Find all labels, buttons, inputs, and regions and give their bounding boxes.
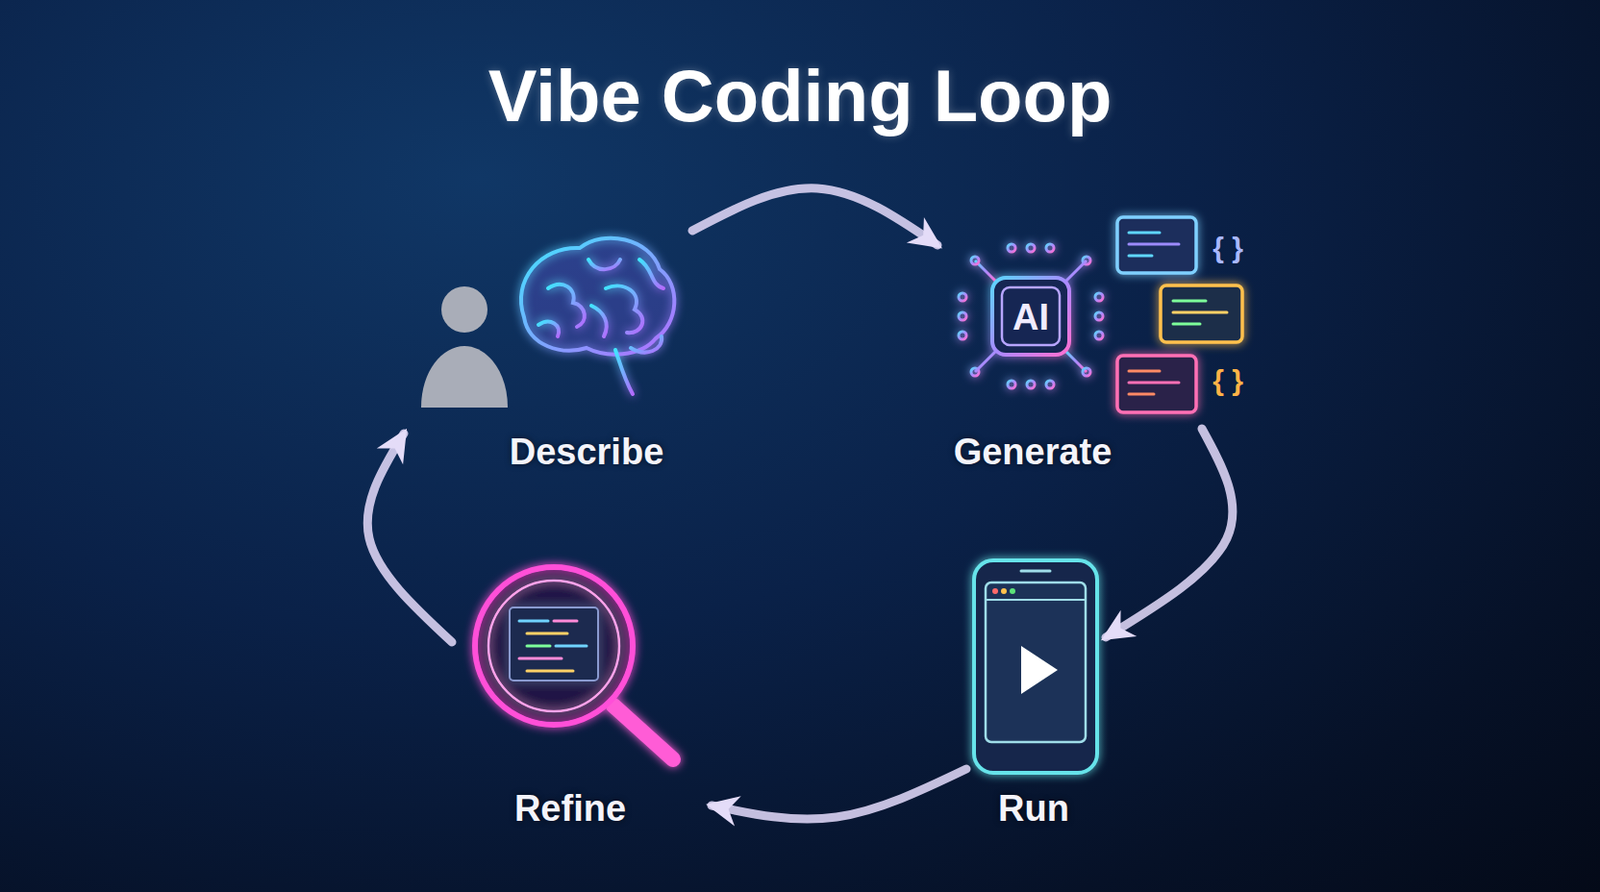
- step-label: Run: [998, 787, 1070, 830]
- code-brace: { }: [1212, 231, 1244, 265]
- code-brace: { }: [1212, 364, 1244, 398]
- magnifier-icon: [475, 567, 674, 760]
- loop-arrow: [711, 769, 967, 820]
- step-node: Describe: [403, 230, 698, 486]
- ai-chip-icon: [958, 244, 1103, 389]
- loop-arrow: [1105, 428, 1233, 638]
- step-label: Describe: [509, 430, 665, 474]
- code-card-icons: [1117, 217, 1243, 413]
- phone-icon: [974, 560, 1098, 774]
- step-node: Generate: [937, 225, 1202, 486]
- loop-arrow: [367, 433, 452, 643]
- loop-arrow: [692, 188, 938, 246]
- chip-text: AI: [1012, 297, 1050, 339]
- step-label: Refine: [514, 787, 626, 830]
- person-icon: [421, 286, 508, 408]
- brain-icon: [521, 238, 675, 395]
- step-label: Generate: [953, 430, 1113, 474]
- step-node: Refine: [451, 557, 712, 842]
- step-node: Run: [966, 552, 1106, 842]
- diagram-title: Vibe Coding Loop: [0, 50, 1600, 143]
